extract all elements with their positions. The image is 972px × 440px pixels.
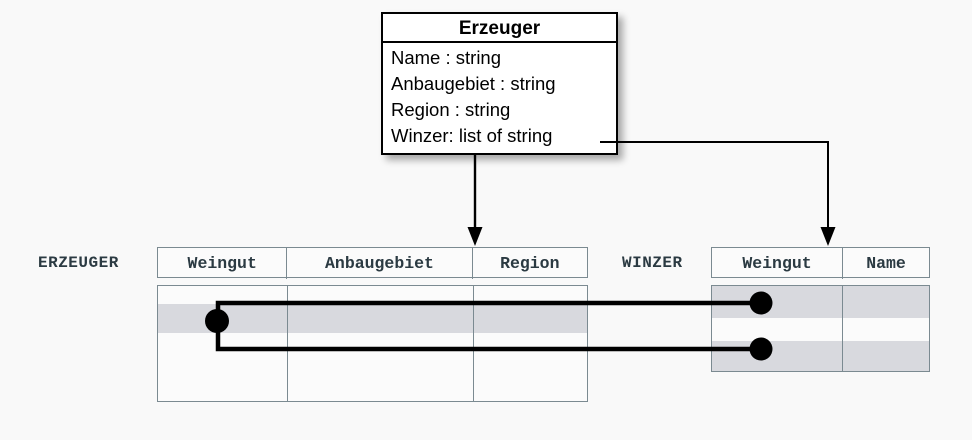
table-cell: [288, 304, 474, 333]
table-cell: [474, 366, 587, 401]
uml-attribute-list: Name : string Anbaugebiet : string Regio…: [383, 43, 616, 149]
table-cell: [288, 286, 474, 304]
uml-attribute-region: Region : string: [391, 99, 511, 120]
column-header-weingut: Weingut: [158, 248, 288, 279]
table-row: [158, 333, 587, 366]
table-cell: [158, 286, 288, 304]
uml-attribute-winzer: Winzer: list of string: [391, 125, 553, 146]
uml-attribute-anbaugebiet: Anbaugebiet : string: [391, 73, 556, 94]
table-row-highlighted: [158, 304, 587, 333]
table-body-winzer: [711, 285, 930, 372]
table-cell: [474, 304, 587, 333]
table-cell: [158, 366, 288, 401]
column-header-anbaugebiet: Anbaugebiet: [287, 248, 473, 279]
table-cell: [843, 341, 927, 371]
table-row: [158, 366, 587, 401]
table-label-erzeuger: ERZEUGER: [38, 254, 119, 272]
column-header-weingut: Weingut: [712, 248, 843, 279]
uml-class-box-erzeuger: Erzeuger Name : string Anbaugebiet : str…: [381, 12, 618, 155]
table-row: [712, 318, 929, 341]
table-cell: [288, 366, 474, 401]
table-label-winzer: WINZER: [622, 254, 683, 272]
table-cell: [474, 333, 587, 366]
table-cell: [712, 286, 843, 318]
column-header-name: Name: [866, 254, 906, 273]
table-cell: [712, 341, 843, 371]
table-cell: [843, 286, 927, 318]
winzer-elbow-arrow-icon: [600, 141, 836, 246]
table-cell: [158, 333, 288, 366]
table-header-winzer: Weingut Name: [711, 247, 930, 279]
table-row-highlighted: [712, 286, 929, 318]
table-header-erzeuger: Weingut Anbaugebiet Region: [157, 247, 588, 279]
table-cell: [474, 286, 587, 304]
table-cell: [288, 333, 474, 366]
table-row-highlighted: [712, 341, 929, 371]
column-header-region: Region: [500, 254, 560, 273]
table-row: [158, 286, 587, 304]
uml-class-name: Erzeuger: [383, 14, 616, 43]
table-cell: [843, 318, 927, 341]
erzeuger-arrow-icon: [467, 155, 483, 246]
table-cell: [158, 304, 288, 333]
table-cell: [712, 318, 843, 341]
uml-attribute-name: Name : string: [391, 47, 502, 68]
table-body-erzeuger: [157, 285, 588, 402]
